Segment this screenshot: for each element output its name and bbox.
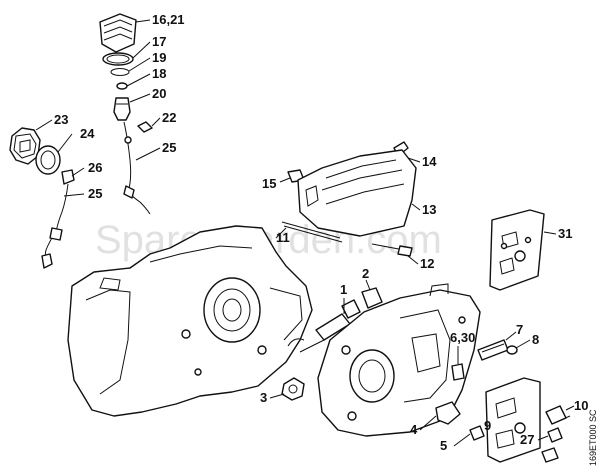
- callout-22: 22: [162, 110, 176, 125]
- callout-14: 14: [422, 154, 437, 169]
- callout-10: 10: [574, 398, 588, 413]
- side-plate-lower: [485, 377, 541, 463]
- callout-26: 26: [88, 160, 102, 175]
- crankcase-housing: [67, 225, 313, 417]
- callout-13: 13: [422, 202, 436, 217]
- drawing-reference-code: 169ET000 SC: [588, 409, 598, 466]
- oil-pump-assembly: [9, 127, 75, 269]
- callout-25-lower: 25: [88, 186, 102, 201]
- oil-tank-cap-assembly: [99, 13, 153, 215]
- callout-19: 19: [152, 50, 166, 65]
- callout-5: 5: [440, 438, 447, 453]
- callout-9: 9: [484, 418, 491, 433]
- screws-lower-right: [541, 405, 571, 463]
- crankcase-half-right: [317, 283, 481, 437]
- callout-3: 3: [260, 390, 267, 405]
- callout-31: 31: [558, 226, 572, 241]
- callout-labels: 16,21 17 19 18 20 22 25 23 24 26 25 14 1…: [54, 12, 588, 453]
- callout-7: 7: [516, 322, 523, 337]
- callout-20: 20: [152, 86, 166, 101]
- callout-27: 27: [520, 432, 534, 447]
- callout-18: 18: [152, 66, 166, 81]
- oil-adjust-screw-parts: [451, 339, 518, 381]
- callout-11: 11: [276, 230, 290, 245]
- callout-25-upper: 25: [162, 140, 176, 155]
- side-plate-upper: [489, 209, 545, 291]
- callout-17: 17: [152, 34, 166, 49]
- callout-12: 12: [420, 256, 434, 271]
- chain-catcher-parts: [435, 401, 485, 441]
- callout-2: 2: [362, 266, 369, 281]
- chain-brake-cover: [281, 141, 417, 257]
- callout-24: 24: [80, 126, 95, 141]
- callout-1: 1: [340, 282, 347, 297]
- callout-8: 8: [532, 332, 539, 347]
- callout-16-21: 16,21: [152, 12, 185, 27]
- callout-23: 23: [54, 112, 68, 127]
- callout-6-30: 6,30: [450, 330, 475, 345]
- callout-4: 4: [410, 422, 418, 437]
- leader-lines: [35, 19, 575, 447]
- callout-15: 15: [262, 176, 276, 191]
- hex-nut: [281, 377, 305, 401]
